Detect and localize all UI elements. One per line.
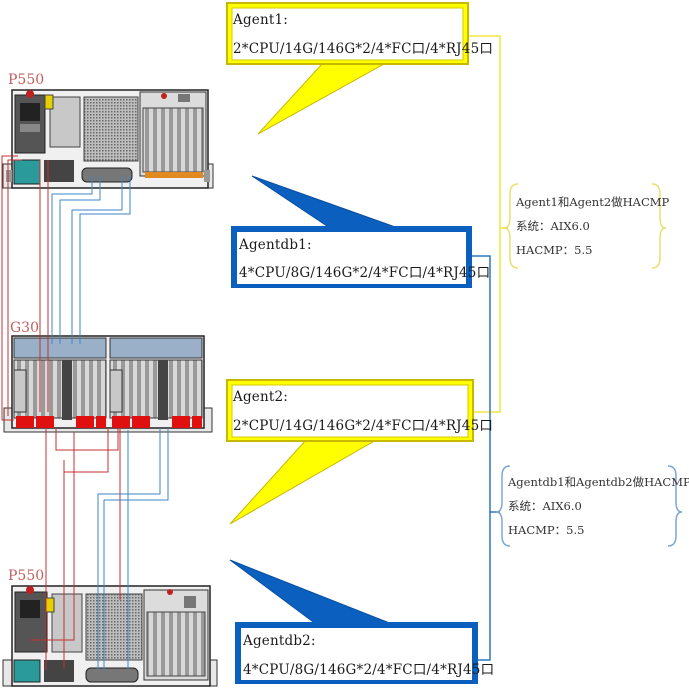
server-p550-top [2,89,214,189]
agent1-title: Agent1: [233,12,289,28]
hacmp-link-agentdb [468,255,500,661]
server-bottom-label: P550 [8,568,45,584]
hacmp2-line1: Agentdb1和Agentdb2做HACMP [508,475,689,489]
hacmp1-line3: HACMP：5.5 [516,243,593,257]
server-middle-label: G30 [10,320,39,336]
callout-agentdb2 [229,559,478,684]
hacmp2-right-brace [667,465,683,547]
server-p550-bottom [2,585,218,687]
callout-agent2 [226,379,474,525]
hacmp1-left-brace [503,183,519,269]
hacmp1-line1: Agent1和Agent2做HACMP [516,195,670,209]
server-g30 [3,335,213,433]
hacmp-link-agent [468,35,508,413]
server-top-label: P550 [8,72,45,88]
hacmp1-line2: 系统：AIX6.0 [516,219,590,233]
hacmp1-right-brace [651,183,667,269]
hacmp2-left-brace [495,465,511,547]
callout-agentdb1 [231,175,472,288]
hacmp2-note: Agentdb1和Agentdb2做HACMP 系统：AIX6.0 HACMP：… [508,470,689,542]
cables-top-to-g30 [1,155,131,421]
agentdb2-spec: 4*CPU/8G/146G*2/4*FC口/4*RJ45口 [243,662,495,678]
hacmp2-line3: HACMP：5.5 [508,523,585,537]
agent2-title: Agent2: [233,389,289,405]
callout-agent1 [226,2,469,135]
cables-g30-to-bottom [30,428,169,670]
agentdb1-spec: 4*CPU/8G/146G*2/4*FC口/4*RJ45口 [239,265,491,281]
agentdb2-title: Agentdb2: [243,633,316,649]
agent2-spec: 2*CPU/14G/146G*2/4*FC口/4*RJ45口 [233,418,494,434]
agentdb1-title: Agentdb1: [239,237,312,253]
agent1-spec: 2*CPU/14G/146G*2/4*FC口/4*RJ45口 [233,41,494,57]
hacmp2-line2: 系统：AIX6.0 [508,499,582,513]
hacmp1-note: Agent1和Agent2做HACMP 系统：AIX6.0 HACMP：5.5 [516,190,669,262]
